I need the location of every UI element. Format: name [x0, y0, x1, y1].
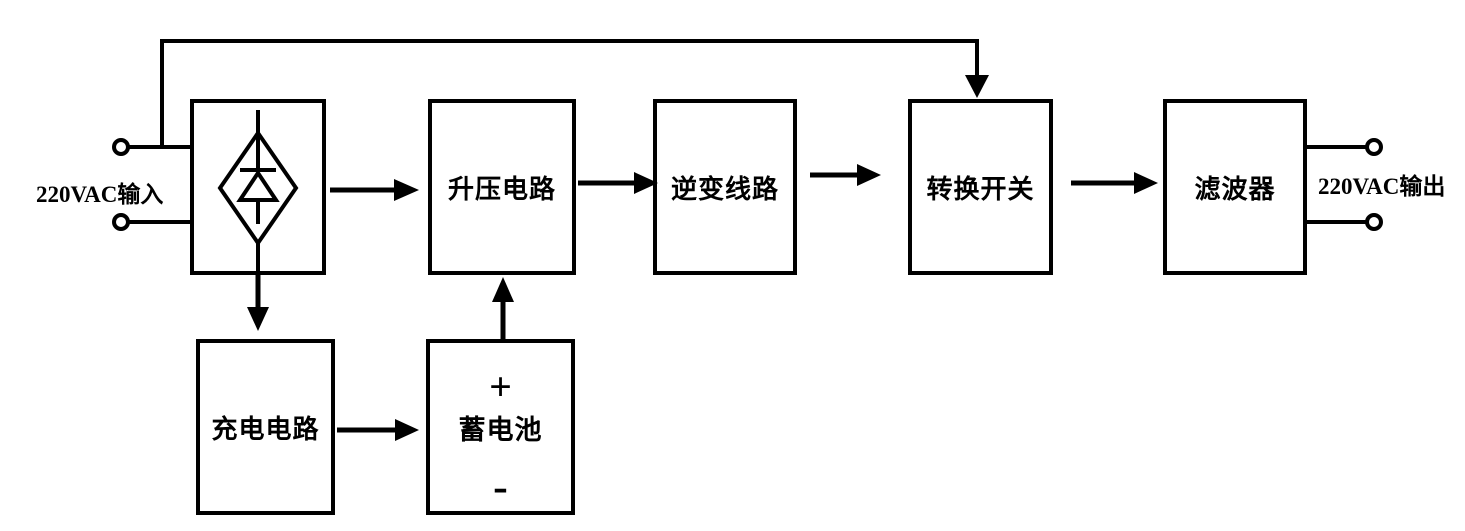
transfer-switch-label: 转换开关	[926, 174, 1035, 204]
inverter-circuit-label: 逆变线路	[670, 174, 779, 204]
input-terminal-top	[112, 138, 192, 156]
arrow-charger-to-battery	[337, 419, 419, 441]
block-transfer-switch: 转换开关	[908, 99, 1053, 275]
input-terminal-bottom	[112, 213, 192, 231]
block-charger-circuit: 充电电路	[196, 339, 335, 515]
arrow-transfer-to-filter	[1071, 172, 1158, 194]
arrow-inverter-to-transfer	[810, 164, 881, 186]
arrow-battery-to-boost	[492, 277, 514, 341]
battery-label: 蓄电池	[458, 415, 543, 445]
filter-label: 滤波器	[1194, 174, 1276, 204]
block-rectifier	[190, 99, 326, 275]
block-filter: 滤波器	[1163, 99, 1307, 275]
arrow-rectifier-to-boost	[330, 179, 419, 201]
arrow-boost-to-inverter	[578, 172, 658, 194]
arrow-rectifier-to-charger	[247, 273, 269, 331]
input-voltage-label: 220VAC输入	[36, 182, 164, 207]
block-boost-circuit: 升压电路	[428, 99, 576, 275]
output-terminal-bottom	[1305, 213, 1383, 231]
block-battery: + 蓄电池 -	[426, 339, 575, 515]
battery-positive-sign: +	[489, 364, 512, 409]
charger-circuit-label: 充电电路	[211, 414, 320, 444]
boost-circuit-label: 升压电路	[447, 174, 556, 204]
output-terminal-top	[1305, 138, 1383, 156]
output-voltage-label: 220VAC输出	[1318, 174, 1446, 199]
battery-negative-sign: -	[493, 462, 508, 511]
block-inverter-circuit: 逆变线路	[653, 99, 797, 275]
